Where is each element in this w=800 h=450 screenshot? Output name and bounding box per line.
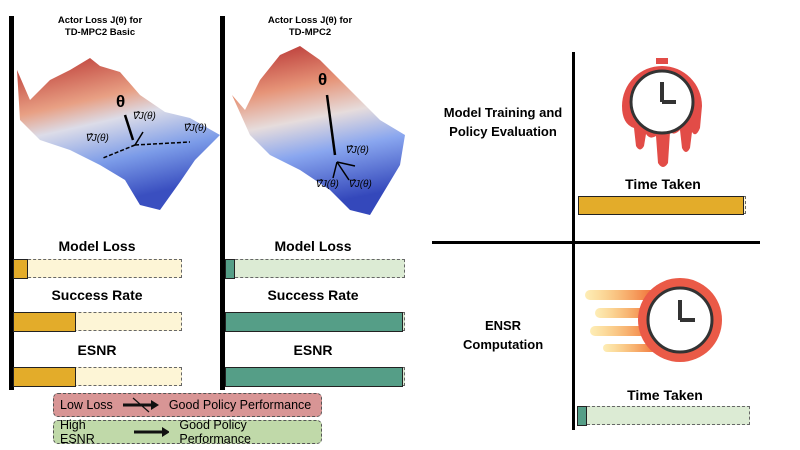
time-taken-label: Time Taken	[625, 176, 701, 192]
right-horizontal-divider	[432, 241, 760, 244]
bar-label: Success Rate	[51, 287, 143, 303]
gradient-label: ∇̂J(θ)	[85, 133, 109, 144]
ensr-computation-label: ENSR Computation	[463, 318, 544, 352]
gradient-label: ∇̂J(θ)	[345, 145, 369, 156]
middle-divider	[220, 16, 225, 390]
title-line: Actor Loss J(θ) for	[267, 15, 353, 26]
arrow-icon	[133, 427, 170, 437]
metric-bar-fill	[12, 366, 76, 387]
metric-bar-fill	[224, 366, 403, 387]
metric-bar	[224, 366, 405, 387]
fast-clock-icon	[585, 278, 722, 362]
theta-arrow	[123, 114, 135, 141]
legend-left: High ESNR	[60, 418, 95, 446]
time-bar-fill	[576, 405, 587, 426]
surface-tdmpc2	[232, 46, 405, 215]
model-training-label: Model Training and Policy Evaluation	[443, 105, 563, 139]
gradient-label: ∇̂J(θ)	[183, 123, 207, 134]
metric-bar	[12, 258, 182, 279]
metric-bar	[12, 311, 182, 332]
bar-label: ESNR	[77, 342, 117, 358]
bar-label: ESNR	[293, 342, 333, 358]
title-line: TD-MPC2 Basic	[64, 27, 136, 38]
gradient-label: ∇̂J(θ)	[132, 111, 156, 122]
metric-bar-fill	[224, 311, 403, 332]
time-bar-top	[577, 195, 746, 215]
metric-bar	[224, 258, 405, 279]
theta-label: θ	[318, 70, 328, 89]
title-line: Actor Loss J(θ) for	[57, 15, 143, 26]
melting-clock-icon	[622, 58, 702, 167]
legend-low-loss: Low Loss Good Policy Performance	[53, 393, 322, 417]
metric-bar	[224, 311, 405, 332]
bar-label: Model Loss	[274, 238, 352, 254]
title-line: TD-MPC2	[288, 27, 332, 38]
bar-label: Success Rate	[267, 287, 359, 303]
loss-surfaces	[17, 46, 405, 215]
crossed-arrow-icon	[122, 397, 159, 413]
legend-right: Good Policy Performance	[168, 398, 312, 412]
time-bar-bottom	[576, 405, 750, 426]
metric-bar	[12, 366, 182, 387]
metric-bar-fill	[12, 311, 76, 332]
legend-high-esnr: High ESNR Good Policy Performance	[53, 418, 322, 446]
bar-label: Model Loss	[58, 238, 136, 254]
metric-bar-fill	[224, 258, 236, 279]
theta-label: θ	[116, 92, 126, 111]
surface-basic	[17, 58, 220, 210]
time-taken-label: Time Taken	[627, 387, 703, 403]
metric-bar-fill	[12, 258, 28, 279]
gradient-label: ∇̂J(θ)	[315, 179, 339, 190]
time-bar-fill	[577, 195, 744, 215]
gradient-label: ∇̂J(θ)	[348, 179, 372, 190]
legend-right: Good Policy Performance	[179, 418, 251, 446]
legend-left: Low Loss	[60, 398, 113, 412]
left-divider	[9, 16, 14, 390]
